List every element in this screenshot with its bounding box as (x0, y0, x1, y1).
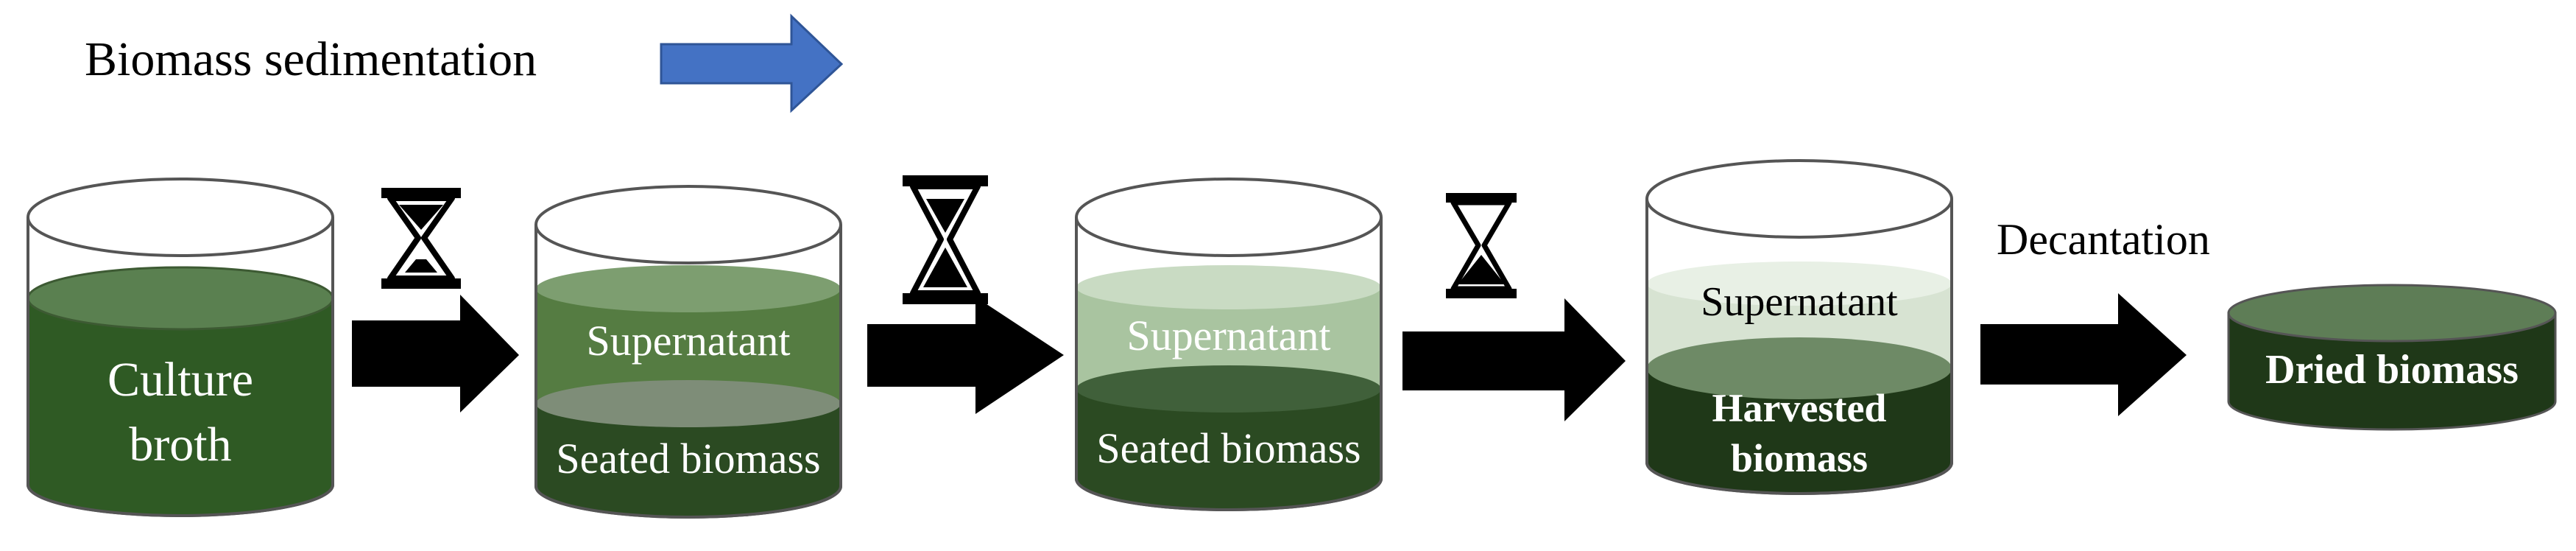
dried-biomass-disc (2227, 284, 2557, 431)
hourglass-icon (381, 188, 461, 289)
supernatant-label: Supernatant (586, 317, 790, 365)
hourglass-icon (1446, 193, 1517, 298)
decantation-label: Decantation (1997, 215, 2210, 264)
culture-broth-cylinder (27, 178, 334, 517)
harvested-biomass-label-line2: biomass (1731, 436, 1868, 480)
sedimenting-cylinder-1 (534, 185, 842, 519)
seated-biomass-label: Seated biomass (556, 435, 820, 482)
process-arrow (867, 297, 1064, 414)
sedimenting-cylinder-2 (1075, 178, 1383, 511)
harvested-biomass-label-line1: Harvested (1712, 386, 1887, 430)
process-arrow (1980, 293, 2187, 416)
diagram-title: Biomass sedimentation (85, 32, 537, 86)
hourglass-icon (903, 175, 988, 304)
culture-broth-label-line1: Culture (107, 353, 253, 407)
seated-biomass-label: Seated biomass (1096, 424, 1361, 472)
process-direction-arrow (660, 13, 844, 113)
dried-biomass-label: Dried biomass (2265, 347, 2519, 393)
culture-broth-label-line2: broth (129, 418, 231, 471)
process-arrow (352, 295, 519, 413)
process-arrow (1402, 298, 1626, 421)
supernatant-label: Supernatant (1126, 312, 1330, 359)
supernatant-label: Supernatant (1701, 279, 1898, 325)
settled-cylinder (1645, 159, 1953, 495)
